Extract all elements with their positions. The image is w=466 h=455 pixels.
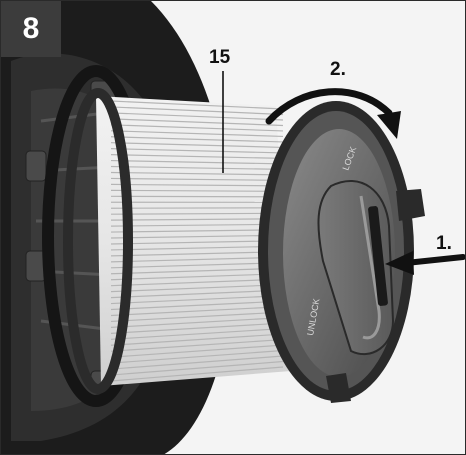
filter-pleat (110, 245, 284, 251)
filter-pleat (110, 273, 284, 281)
filter-pleat (110, 195, 284, 198)
filter-pleat (110, 316, 284, 328)
filter-pleat (110, 165, 284, 170)
filter-pleat (110, 344, 284, 358)
step-number-badge: 8 (1, 1, 61, 57)
filter-pleat (110, 289, 284, 299)
filter-pleat (110, 229, 284, 233)
filter-pleat (110, 171, 284, 176)
filter-pleat (110, 183, 284, 187)
filter-pleat (110, 218, 284, 221)
filter-pleat (110, 177, 284, 181)
filter-pleat (110, 322, 284, 334)
filter-pleat (110, 212, 284, 215)
filter-pleat (110, 136, 284, 143)
filter-pleat (110, 278, 284, 287)
curved-arrow-icon (265, 88, 401, 139)
filter-pleat (110, 267, 284, 275)
filter-pleat (110, 189, 284, 192)
filter-pleat (110, 338, 284, 352)
filter-pleat (110, 355, 284, 370)
filter-pleat (110, 106, 284, 116)
filter-pleat (110, 234, 284, 239)
filter-pleat (110, 306, 284, 317)
filter-pleat (110, 118, 284, 127)
filter-pleat (110, 112, 284, 121)
filter-pleat (110, 100, 284, 110)
filter-pleat (110, 240, 284, 245)
filter-end-cap (258, 101, 425, 403)
filter-pleat (110, 124, 284, 132)
filter-pleat (110, 262, 284, 269)
filter-pleat (110, 360, 284, 376)
step-rotate-label: 2. (330, 59, 346, 80)
filter-pleat (110, 349, 284, 364)
filter-pleat (110, 142, 284, 149)
filter-pleat (110, 130, 284, 138)
pleated-filter (63, 88, 291, 394)
filter-pleat (110, 327, 284, 340)
filter-pleat (110, 251, 284, 257)
part-number-label: 15 (209, 47, 231, 68)
filter-pleat (110, 223, 284, 227)
filter-pleat (110, 154, 284, 160)
filter-pleat (110, 311, 284, 323)
filter-pleat (110, 295, 284, 305)
filter-pleat (110, 159, 284, 165)
filter-pleat (110, 284, 284, 293)
filter-pleat (110, 366, 284, 382)
filter-pleat (110, 148, 284, 154)
filter-pleat (110, 333, 284, 346)
step-push-label: 1. (436, 233, 452, 254)
filter-pleat (110, 300, 284, 311)
filter-pleat (110, 256, 284, 263)
straight-arrow-icon (385, 251, 465, 275)
